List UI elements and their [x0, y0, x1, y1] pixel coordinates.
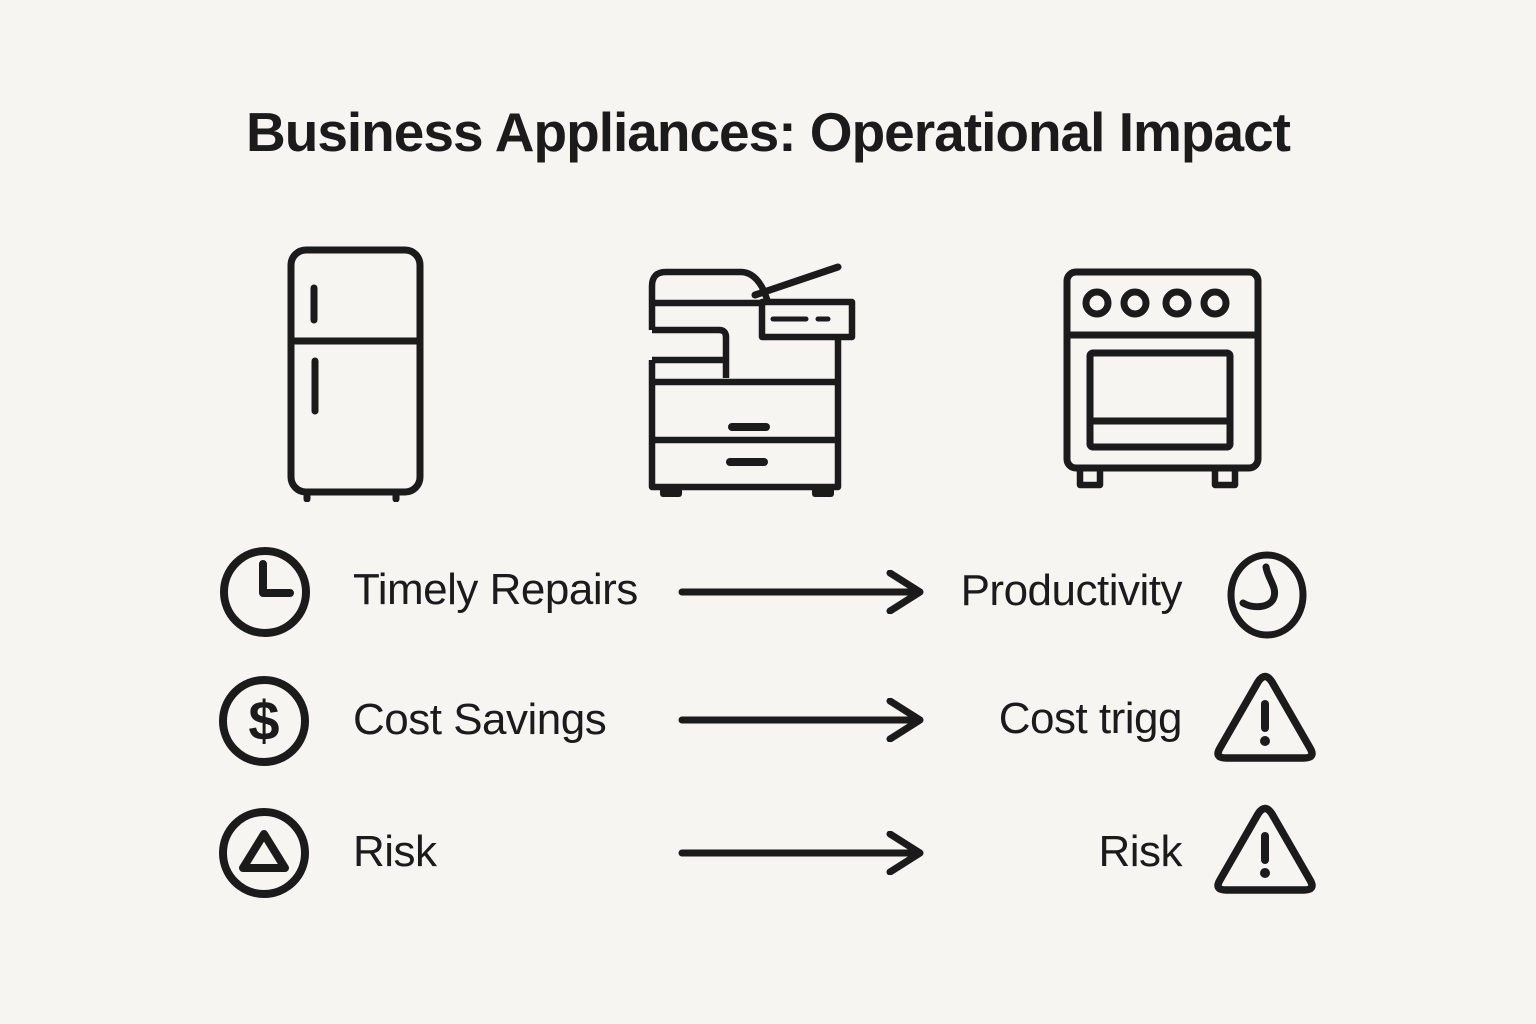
dollar-circle-icon: $ — [216, 673, 312, 769]
right-arrow — [678, 698, 928, 742]
right-arrow — [678, 570, 928, 614]
page-title: Business Appliances: Operational Impact — [246, 101, 1291, 163]
right-arrow — [678, 831, 928, 875]
copier-icon — [645, 258, 860, 503]
warning-triangle-icon — [1212, 800, 1318, 902]
sketch-clock-icon — [1226, 551, 1308, 639]
clock-icon — [217, 544, 313, 640]
triangle-circle-icon — [216, 805, 312, 901]
row-right-label-productivity: Productivity — [960, 566, 1183, 615]
row-left-label-timely-repairs: Timely Repairs — [353, 565, 638, 614]
row-right-label-cost-trigg: Cost trigg — [998, 694, 1183, 743]
warning-triangle-icon — [1212, 668, 1318, 770]
refrigerator-icon — [285, 244, 425, 502]
stove-icon — [1060, 265, 1265, 495]
dollar-glyph: $ — [248, 689, 279, 752]
row-left-label-cost-savings: Cost Savings — [353, 695, 607, 744]
row-right-label-risk: Risk — [1098, 827, 1182, 876]
row-left-label-risk: Risk — [353, 827, 437, 876]
